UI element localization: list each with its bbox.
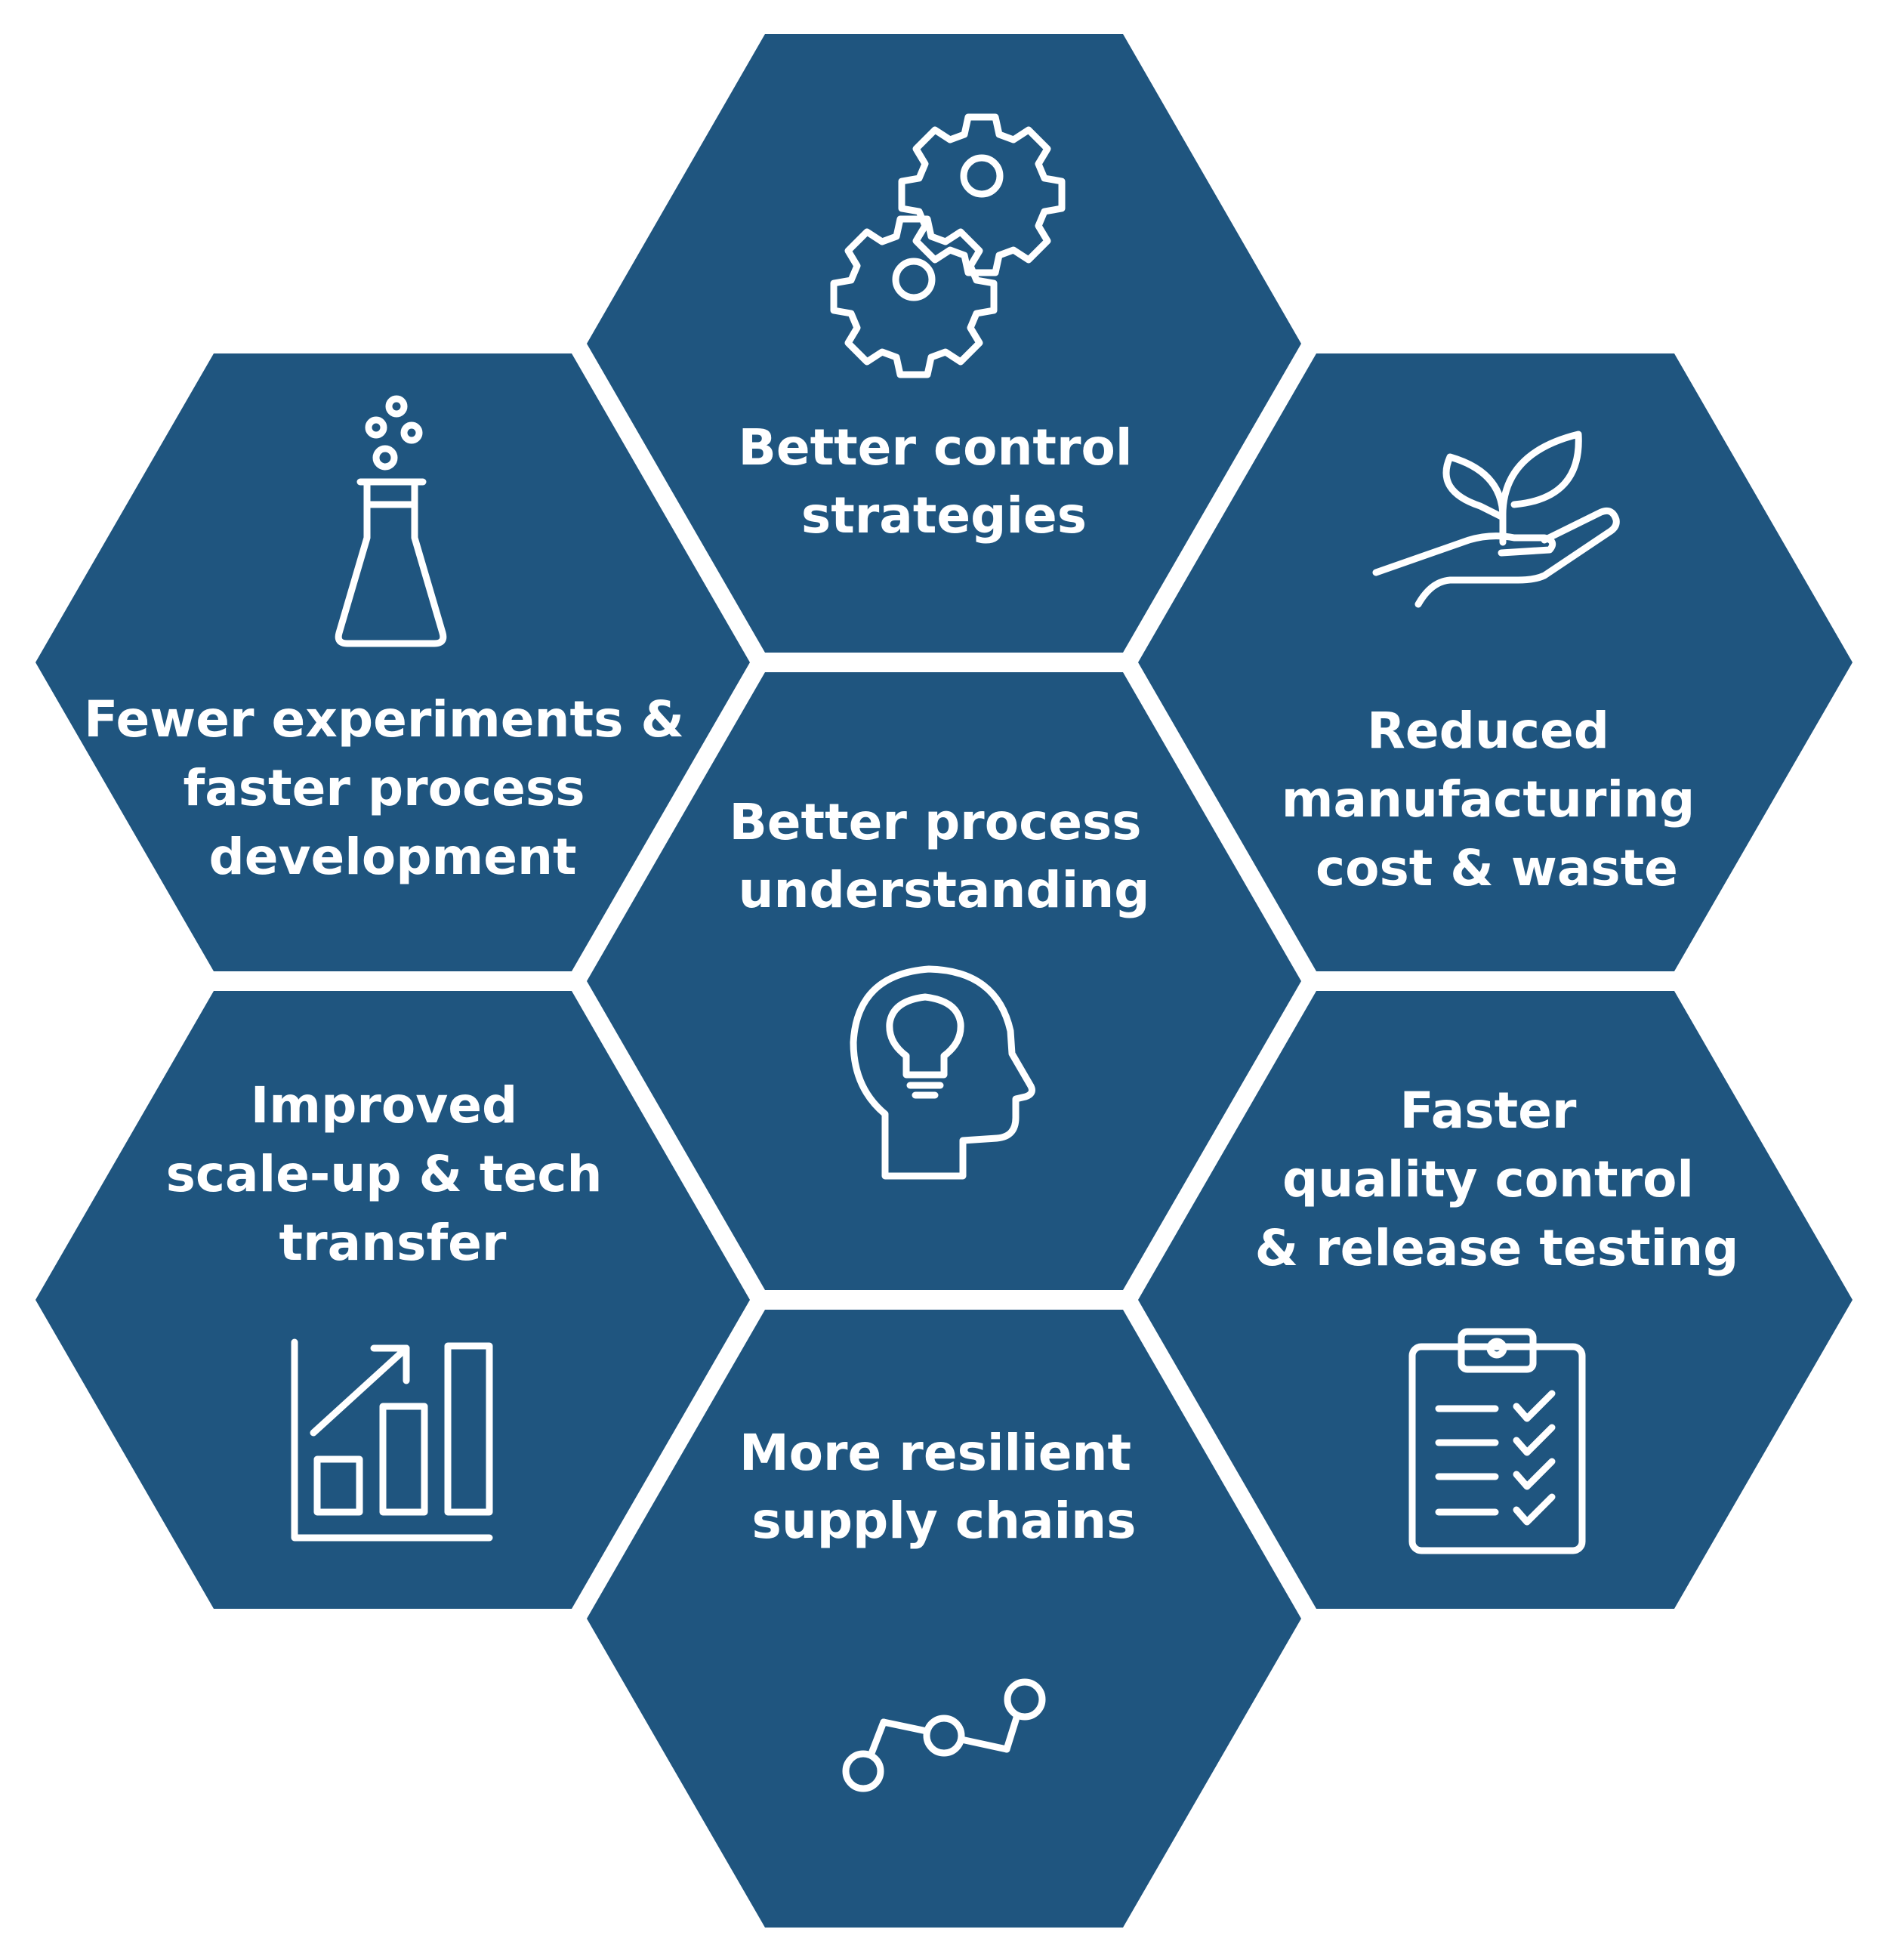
hexagon-bottom-label: More resilient supply chains [739,1424,1149,1550]
hexagon-lower-left-label: Improved scale-up & tech transfer [166,1076,620,1272]
clipboard-checklist-icon [1408,1328,1586,1554]
hexagon-top: Better control strategies [587,34,1301,653]
bar-chart-arrow-icon [291,1338,493,1542]
plant-in-hand-icon [1372,431,1620,608]
hexagon-upper-right-label: Reduced manufacturing cost & waste [1282,702,1713,897]
gears-icon [830,113,1066,378]
hexagon-lower-left: Improved scale-up & tech transfer [35,991,750,1609]
hexagon-center-label: Better process understanding [729,793,1158,919]
hexagon-upper-right: Reduced manufacturing cost & waste [1138,353,1853,971]
hexagon-center: Better process understanding [587,672,1301,1290]
flask-icon [335,395,447,647]
hexagon-upper-left: Fewer experiments & faster process devel… [35,353,750,971]
hexagon-bottom: More resilient supply chains [587,1310,1301,1928]
hexagon-upper-left-label: Fewer experiments & faster process devel… [84,690,702,886]
hexagon-top-label: Better control strategies [739,418,1150,545]
head-lightbulb-icon [850,965,1035,1180]
hexagon-lower-right: Faster quality control & release testing [1138,991,1853,1609]
supply-chain-nodes-icon [842,1678,1046,1792]
hexagon-lower-right-label: Faster quality control & release testing [1255,1082,1739,1277]
